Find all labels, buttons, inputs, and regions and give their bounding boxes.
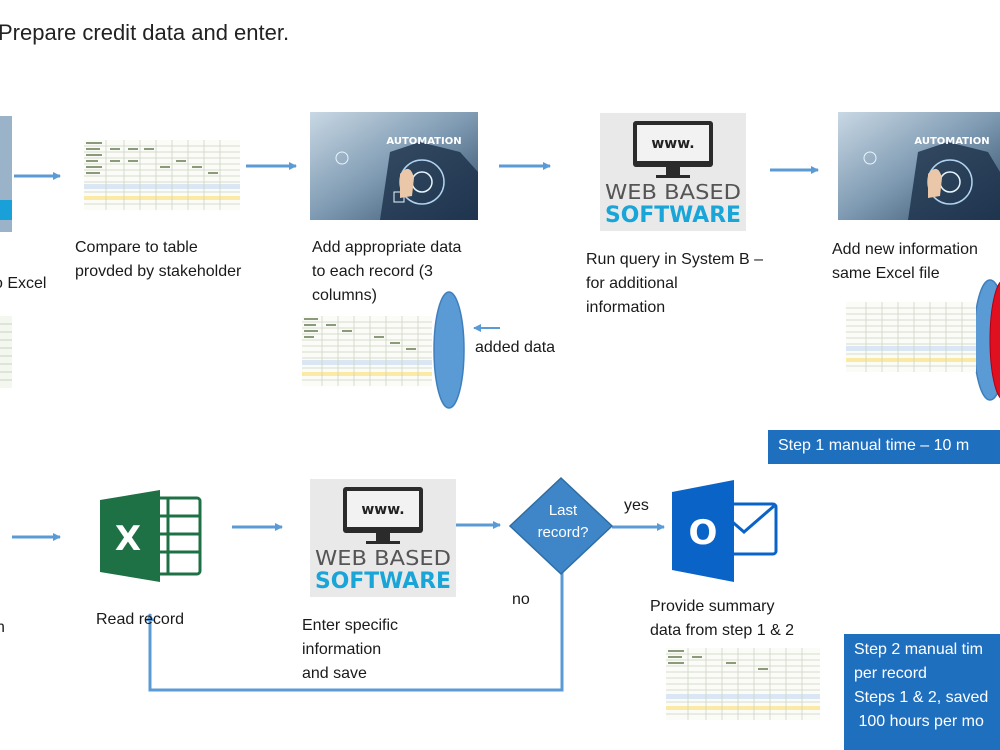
step2-time-box: Step 2 manual tim per record Steps 1 & 2… [844, 634, 1000, 750]
web-based-software-icon: www. WEB BASED SOFTWARE [600, 113, 746, 231]
spreadsheet-thumbnail-icon [302, 316, 432, 386]
summary-label: Provide summary data from step 1 & 2 [650, 598, 795, 639]
arrow-loop-back [146, 572, 564, 692]
red-ellipse-right [989, 281, 1000, 399]
step2-label: Add appropriate data to each record (3 c… [312, 239, 462, 304]
read-record-label: Read record [96, 611, 185, 628]
spreadsheet-thumbnail-icon [666, 648, 820, 720]
outlook-icon: O [672, 480, 778, 582]
spreadsheet-thumbnail-icon [846, 302, 976, 372]
row2-step0-label: n [0, 619, 5, 636]
step0-label: o Excel [0, 275, 47, 292]
excel-letter: X [115, 519, 141, 559]
web-based-text: WEB BASED [315, 546, 451, 570]
step1-time-box: Step 1 manual time – 10 m [768, 430, 1000, 464]
spreadsheet-thumbnail-icon [84, 140, 240, 210]
automation-image-partial [0, 116, 12, 232]
www-text: www. [361, 502, 404, 518]
excel-icon: X [100, 490, 202, 582]
automation-text: AUTOMATION [914, 136, 989, 147]
step1-label: Compare to table provded by stakeholder [75, 239, 242, 280]
spreadsheet-thumbnail-icon [0, 316, 12, 388]
decision-diamond [508, 476, 614, 576]
blue-ellipse-mid [433, 291, 465, 409]
software-text: SOFTWARE [605, 203, 741, 228]
web-based-text: WEB BASED [605, 180, 741, 204]
automation-hand-icon: AUTOMATION [310, 112, 478, 220]
yes-label: yes [624, 497, 649, 514]
step3-label: Run query in System B – for additional i… [586, 251, 763, 316]
automation-hand-icon: AUTOMATION [838, 112, 1000, 220]
page-title: Prepare credit data and enter. [0, 20, 290, 45]
step4-label: Add new information same Excel file [832, 241, 978, 282]
no-label: no [512, 591, 530, 608]
automation-text: AUTOMATION [386, 136, 461, 147]
added-data-label: added data [475, 339, 556, 356]
enter-label: Enter specific information and save [302, 617, 399, 682]
web-based-software-icon: www. WEB BASED SOFTWARE [310, 479, 456, 597]
decision-text: Last record? [537, 502, 589, 541]
www-text: www. [651, 136, 694, 152]
outlook-letter: O [689, 513, 718, 553]
software-text: SOFTWARE [315, 569, 451, 594]
